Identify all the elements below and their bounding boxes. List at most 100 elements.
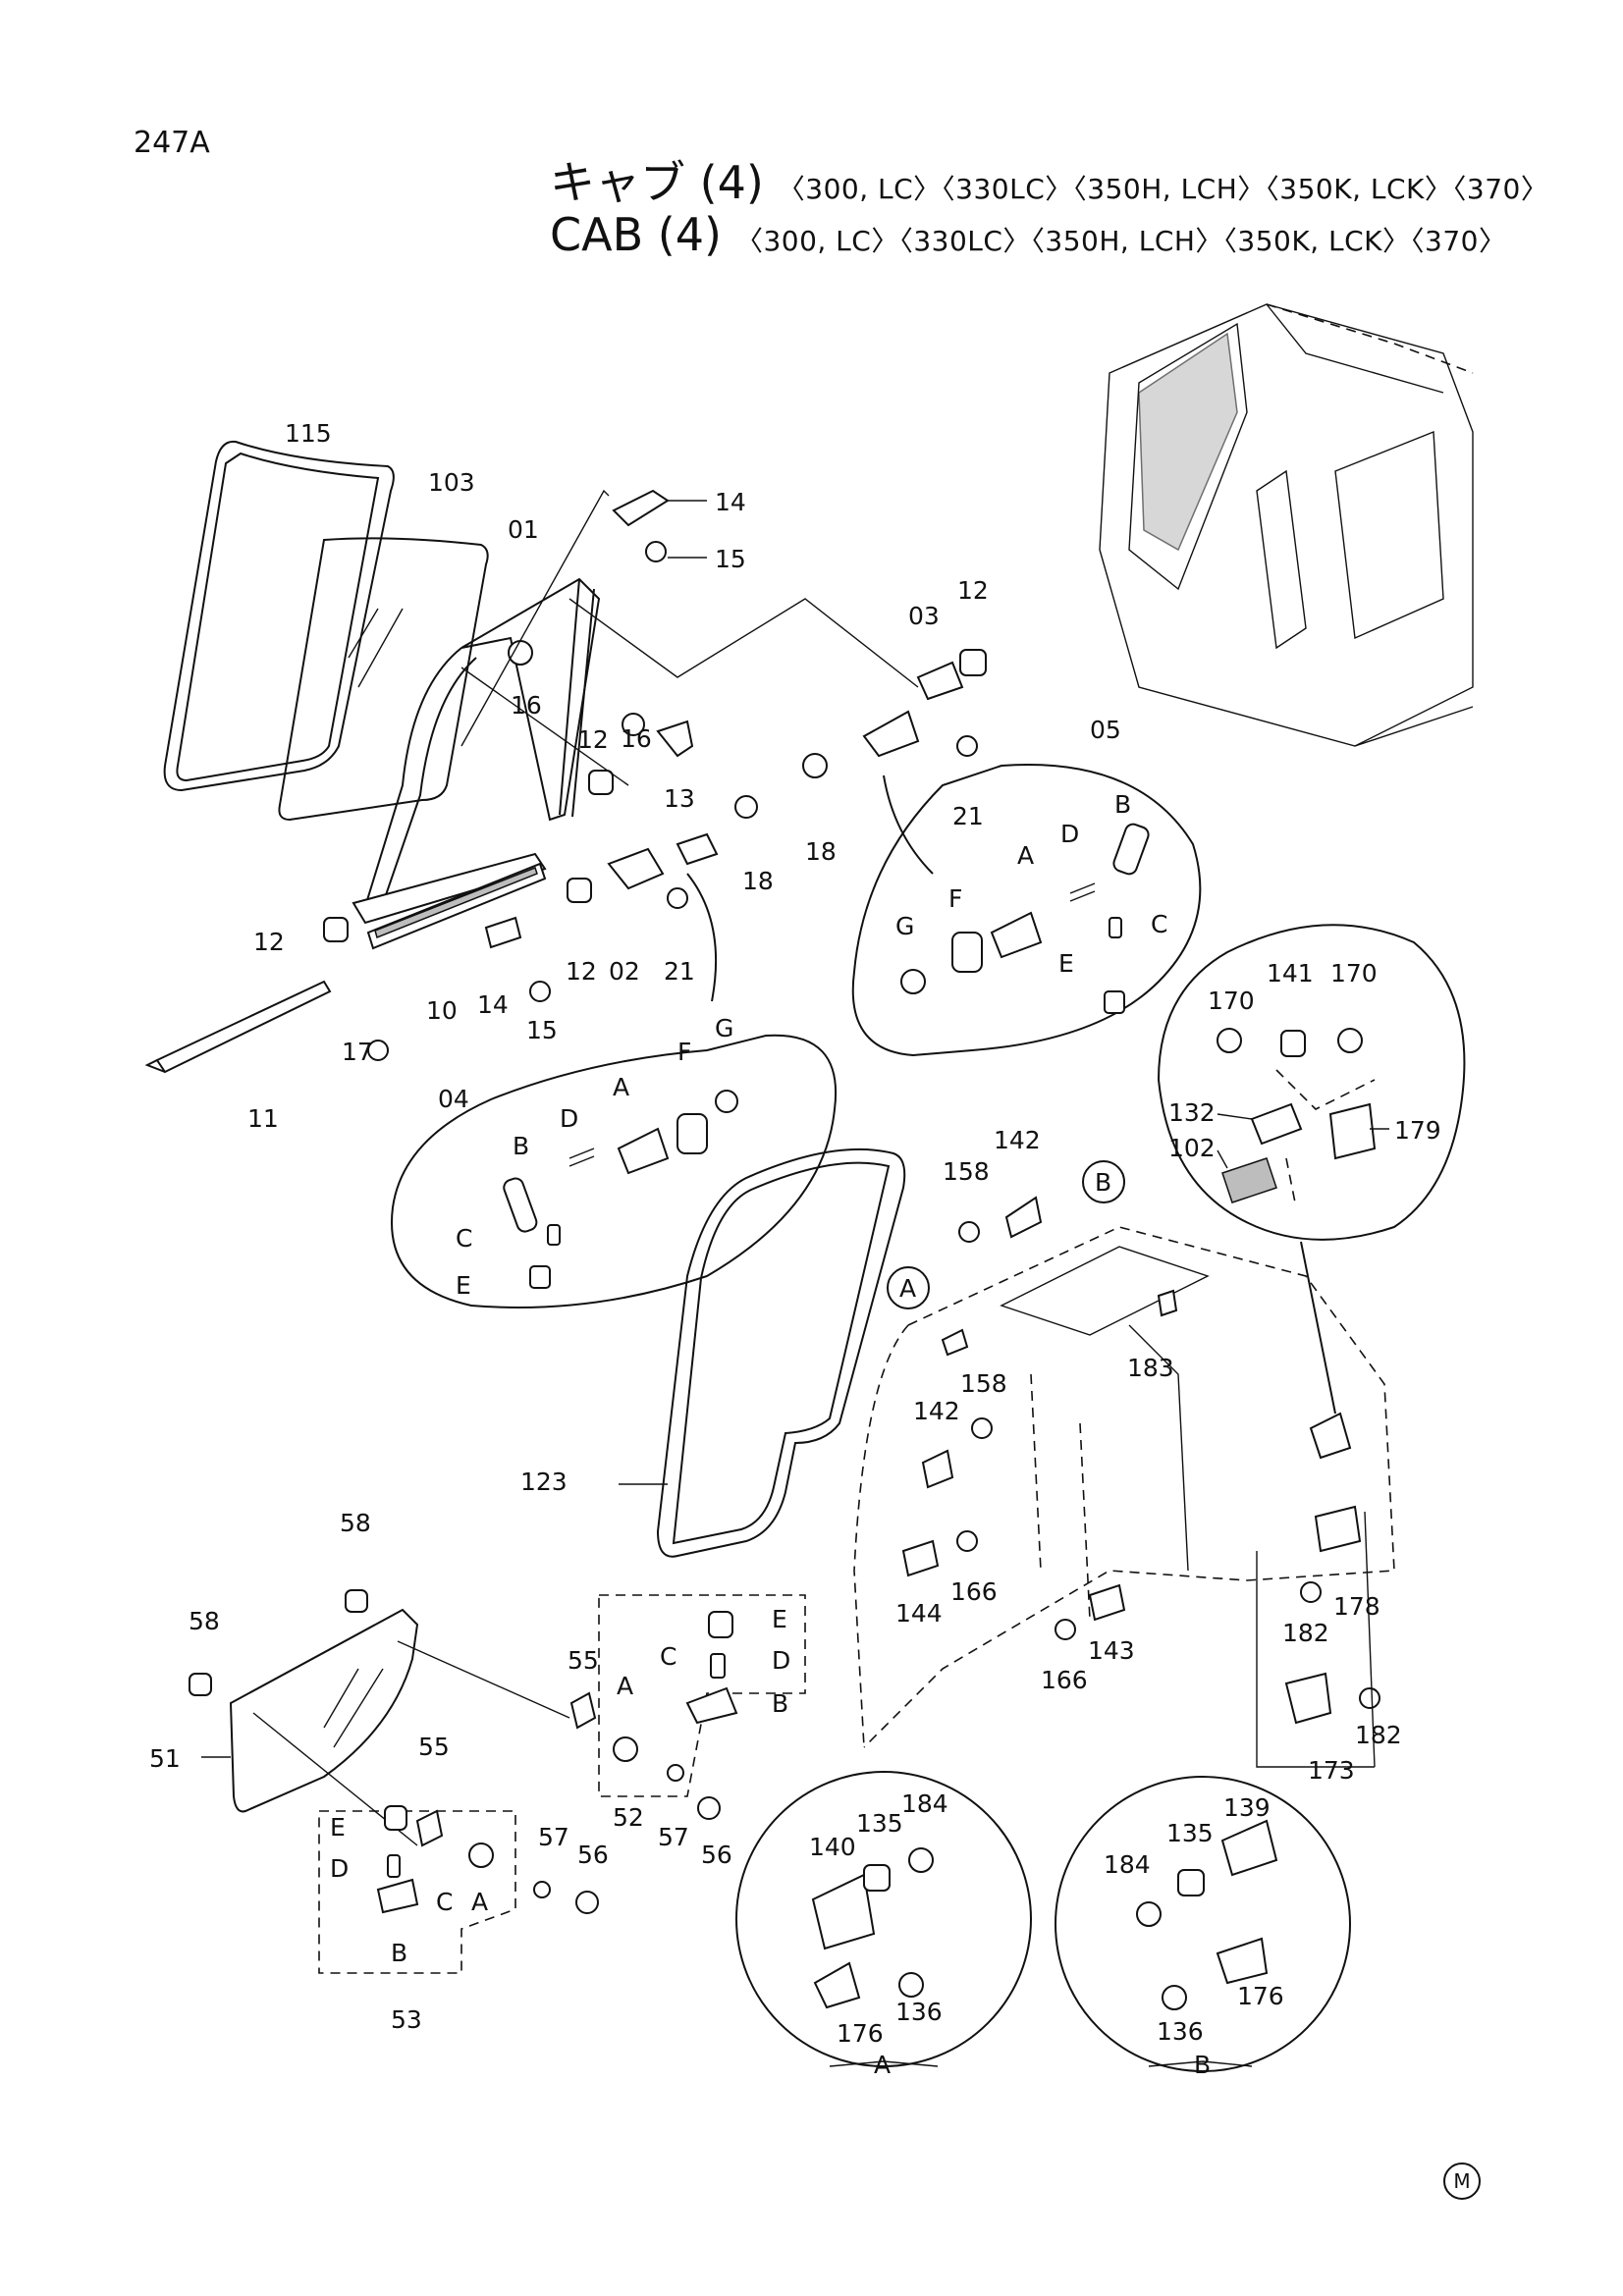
callout-123: 123 bbox=[520, 1468, 568, 1496]
detail-05-a: A bbox=[1017, 841, 1034, 870]
detail-04-d: D bbox=[560, 1104, 578, 1133]
m-mark-icon: M bbox=[1443, 2163, 1481, 2200]
window-glass-103 bbox=[278, 537, 489, 822]
callout-176: 176 bbox=[1237, 1982, 1284, 2010]
marker-a-label: A bbox=[899, 1274, 916, 1303]
group53-c: C bbox=[436, 1888, 453, 1916]
title-english: CAB (4) 〈300, LC〉〈330LC〉〈350H, LCH〉〈350K,… bbox=[550, 208, 1507, 261]
callout-178: 178 bbox=[1333, 1592, 1380, 1621]
callout-136: 136 bbox=[895, 1998, 943, 2026]
rail-10 bbox=[366, 862, 547, 950]
rail-11 bbox=[144, 980, 332, 1074]
detail-04-a: A bbox=[613, 1073, 629, 1101]
callout-141: 141 bbox=[1267, 959, 1314, 988]
callout-103: 103 bbox=[428, 468, 475, 497]
callout-135: 135 bbox=[1166, 1819, 1214, 1847]
callout-51: 51 bbox=[149, 1744, 181, 1773]
callout-58: 58 bbox=[340, 1509, 371, 1537]
detail-05-c: C bbox=[1151, 910, 1167, 938]
detail-05-b: B bbox=[1114, 790, 1131, 819]
leader-lines-upper bbox=[460, 489, 934, 1002]
detail-04-e: E bbox=[456, 1271, 471, 1300]
callout-15: 15 bbox=[526, 1016, 558, 1044]
title-en-text: CAB (4) bbox=[550, 208, 722, 261]
callout-12: 12 bbox=[957, 576, 989, 605]
callout-57: 57 bbox=[538, 1823, 569, 1851]
group53-d: D bbox=[330, 1854, 349, 1883]
callout-140: 140 bbox=[809, 1833, 856, 1861]
detail-04-g: G bbox=[715, 1014, 733, 1042]
bracket-group-53 bbox=[318, 1805, 599, 1974]
callout-53: 53 bbox=[391, 2005, 422, 2034]
callout-02: 02 bbox=[609, 957, 640, 986]
callout-56: 56 bbox=[577, 1841, 609, 1869]
window-seal-115 bbox=[163, 440, 395, 792]
callout-166: 166 bbox=[950, 1577, 998, 1606]
callout-173: 173 bbox=[1308, 1756, 1355, 1785]
callout-57: 57 bbox=[658, 1823, 689, 1851]
detail-circle-b bbox=[1055, 1776, 1351, 2072]
detail-bubble-179 bbox=[1157, 924, 1466, 1415]
detail-04-c: C bbox=[456, 1224, 472, 1253]
callout-143: 143 bbox=[1088, 1636, 1135, 1665]
callout-55: 55 bbox=[418, 1733, 450, 1761]
callout-10: 10 bbox=[426, 996, 458, 1025]
detail-05-e: E bbox=[1058, 949, 1074, 978]
detail-04-f: F bbox=[677, 1038, 691, 1066]
window-glass-51 bbox=[189, 1589, 570, 1846]
cab-overview bbox=[1099, 303, 1474, 747]
group52-e: E bbox=[772, 1605, 787, 1633]
callout-labels: 115 103 01 14 15 16 12 16 13 12 18 12 12… bbox=[149, 419, 1441, 2079]
callout-158: 158 bbox=[960, 1369, 1007, 1398]
callout-136: 136 bbox=[1157, 2017, 1204, 2046]
detail-bubble-04 bbox=[391, 1034, 838, 1308]
group53-b: B bbox=[391, 1939, 407, 1967]
callout-12: 12 bbox=[566, 957, 597, 986]
callout-182: 182 bbox=[1282, 1619, 1329, 1647]
cab-body bbox=[853, 1196, 1395, 1768]
callout-176: 176 bbox=[837, 2019, 884, 2048]
callout-04: 04 bbox=[438, 1085, 469, 1113]
callout-18: 18 bbox=[805, 837, 837, 866]
callout-183: 183 bbox=[1127, 1354, 1174, 1382]
callout-11: 11 bbox=[247, 1104, 279, 1133]
callout-58: 58 bbox=[189, 1607, 220, 1635]
group52-b: B bbox=[772, 1689, 788, 1718]
group53-a: A bbox=[471, 1888, 488, 1916]
page-number: 247A bbox=[134, 126, 210, 160]
marker-b-label: B bbox=[1095, 1168, 1111, 1197]
group53-e: E bbox=[330, 1813, 346, 1842]
bracket-group-52 bbox=[569, 1594, 806, 1820]
callout-55: 55 bbox=[568, 1646, 599, 1675]
callout-144: 144 bbox=[895, 1599, 943, 1628]
callout-166: 166 bbox=[1041, 1666, 1088, 1694]
callout-56: 56 bbox=[701, 1841, 732, 1869]
hardware-upper-left bbox=[323, 489, 758, 1061]
model-list-jp: 〈300, LC〉〈330LC〉〈350H, LCH〉〈350K, LCK〉〈3… bbox=[777, 173, 1549, 205]
detail-a-caption: A bbox=[874, 2051, 891, 2079]
callout-102: 102 bbox=[1168, 1134, 1216, 1162]
detail-bubble-05 bbox=[851, 764, 1202, 1057]
detail-circle-a bbox=[735, 1771, 1032, 2067]
callout-14: 14 bbox=[477, 990, 509, 1019]
title-jp-text: キャブ (4) bbox=[550, 156, 764, 209]
callout-139: 139 bbox=[1223, 1793, 1271, 1822]
label-leaders bbox=[201, 500, 1389, 2067]
group52-d: D bbox=[772, 1646, 790, 1675]
model-list-en: 〈300, LC〉〈330LC〉〈350H, LCH〉〈350K, LCK〉〈3… bbox=[734, 225, 1507, 257]
callout-142: 142 bbox=[913, 1397, 960, 1425]
marker-a-circle bbox=[887, 1266, 930, 1309]
marker-b-circle bbox=[1082, 1160, 1125, 1203]
callout-01: 01 bbox=[508, 515, 539, 544]
callout-12: 12 bbox=[253, 928, 285, 956]
detail-05-g: G bbox=[895, 912, 914, 940]
detail-b-caption: B bbox=[1194, 2051, 1211, 2079]
door-seal-123 bbox=[656, 1148, 906, 1558]
group52-a: A bbox=[617, 1672, 633, 1700]
detail-04-b: B bbox=[513, 1132, 529, 1160]
callout-52: 52 bbox=[613, 1803, 644, 1832]
group52-c: C bbox=[660, 1642, 676, 1671]
callout-18: 18 bbox=[742, 867, 774, 895]
callout-184: 184 bbox=[1104, 1850, 1151, 1879]
